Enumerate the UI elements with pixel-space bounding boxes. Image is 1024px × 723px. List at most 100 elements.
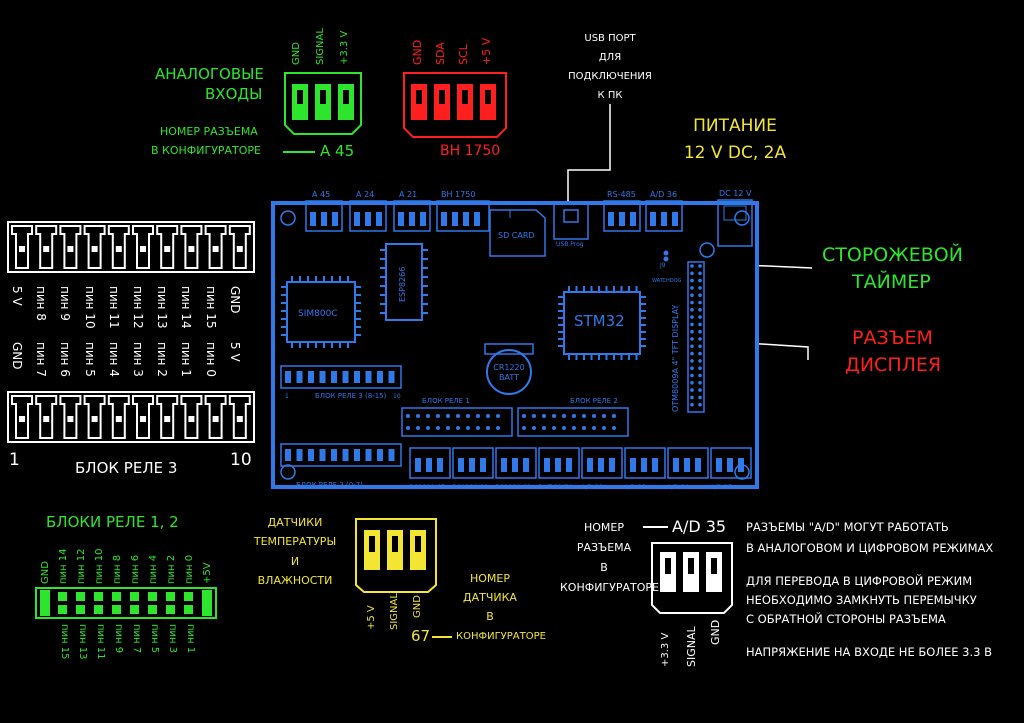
board-bottom-connector	[538, 447, 580, 479]
usb-label-1: USB ПОРТ	[584, 33, 636, 44]
relay12-title: БЛОКИ РЕЛЕ 1, 2	[46, 513, 179, 531]
display-pin	[690, 286, 694, 290]
relay3-board-pin	[354, 449, 360, 461]
relay12-bottom-label: пин 3	[167, 624, 178, 654]
board-top-connectors	[305, 200, 683, 232]
relay2-pin	[542, 414, 546, 418]
board-bottom-label: DHT 22 70	[538, 483, 573, 491]
relay3-bottom-label: GND	[10, 342, 24, 370]
relay12-top-label: +5V	[202, 562, 213, 584]
relay12-pin	[112, 592, 121, 601]
relay12-pin	[166, 592, 175, 601]
relay3-num-right: 10	[230, 450, 252, 470]
display-pin	[698, 388, 702, 392]
relay3-pin-socket	[132, 225, 154, 269]
temp-label-3: И	[290, 555, 300, 568]
relay12-top-label: пин 0	[184, 554, 195, 584]
relay3-bottom-label: пин 5	[82, 342, 97, 377]
temp-pin-5v: +5 V	[366, 605, 377, 630]
relay12-pin	[76, 592, 85, 601]
relay3-pin-dot	[212, 416, 219, 422]
board-bottom-pin	[415, 458, 421, 472]
display-pin	[690, 388, 694, 392]
watchdog-label-1: СТОРОЖЕВОЙ	[822, 244, 963, 266]
display-pin	[690, 315, 694, 319]
relay1-idc	[401, 407, 513, 437]
board-relay1-label: БЛОК РЕЛЕ 1	[422, 397, 470, 405]
note-4: НЕОБХОДИМО ЗАМКНУТЬ ПЕРЕМЫЧКУ	[746, 593, 977, 607]
board-conn-bh1750: BH 1750	[441, 190, 476, 199]
relay3-pin-dot	[188, 416, 195, 422]
board-bottom-pin	[652, 458, 658, 472]
board-bottom-pin	[738, 458, 744, 472]
bh-pin-sda: SDA	[434, 42, 447, 65]
relay3-board-pin	[285, 371, 291, 383]
relay1-pin	[416, 426, 420, 430]
ad-pin-signal: SIGNAL	[685, 626, 698, 667]
board-bottom-pin	[426, 458, 432, 472]
relay3-top-label: пин 15	[203, 286, 218, 329]
relay12-pin	[94, 605, 103, 614]
relay1-pin	[476, 414, 480, 418]
display-pin	[690, 337, 694, 341]
relay3-board-pin	[342, 449, 349, 461]
temp-num-2: ДАТЧИКА	[463, 591, 517, 604]
board-bottom-pin	[673, 458, 679, 472]
relay1-pin	[426, 426, 430, 430]
display-pin	[698, 322, 702, 327]
relay2-pin	[532, 426, 536, 430]
ad-num-3: В	[600, 561, 608, 574]
relay2-pin	[532, 414, 536, 418]
board-conn-ad36: A/D 36	[650, 190, 678, 199]
relay12-pin	[184, 605, 193, 614]
display-pin	[690, 300, 694, 305]
esp8266-chip	[385, 243, 423, 321]
relay3-top-label: пин 14	[179, 286, 194, 329]
board-dc-label: DC 12 V	[719, 189, 752, 198]
display-pin	[698, 300, 702, 305]
board-bottom-label: A/D 35	[710, 483, 732, 491]
relay3-pin-dot	[236, 416, 243, 422]
relay3-bottom-label: 5 V	[227, 342, 242, 362]
relay1-pin	[416, 414, 420, 418]
display-pin	[690, 359, 694, 363]
relay12-pin	[112, 605, 121, 614]
board-bottom-connector	[710, 447, 752, 479]
board-sim-label: SIM800C	[298, 309, 338, 319]
relay12-power-pin	[40, 590, 50, 616]
relay12-top-label: пин 12	[76, 548, 87, 584]
relay3-top-label: пин 8	[34, 286, 49, 321]
relay3-board-pin	[365, 371, 372, 383]
relay2-pin	[572, 426, 576, 430]
relay3-pin-dot	[115, 246, 122, 252]
relay3-pin-dot	[188, 246, 195, 252]
display-pin	[698, 366, 702, 371]
display-pin	[698, 308, 702, 312]
relay3-pin-socket	[204, 225, 227, 269]
relay1-pin	[446, 426, 450, 430]
board-bottom-connector	[495, 447, 537, 479]
display-pin	[698, 329, 702, 334]
relay12-top-label: GND	[40, 561, 51, 584]
watchdog-label-2: ТАЙМЕР	[852, 271, 931, 293]
relay2-pin	[542, 426, 546, 430]
relay2-pin	[562, 426, 566, 430]
sd-card-slot	[489, 209, 546, 257]
relay3-pin-socket	[156, 395, 179, 439]
bh1750-connector-shape	[403, 72, 507, 138]
relay3-bottom-label: пин 1	[179, 342, 194, 377]
relay2-pin	[522, 414, 526, 418]
relay3-pin-dot	[19, 416, 25, 422]
note-2: В АНАЛОГОВОМ И ЦИФРОВОМ РЕЖИМАХ	[746, 541, 994, 555]
board-bottom-label: DS1820 67	[409, 483, 446, 491]
relay1-pin	[456, 414, 460, 418]
relay3-pin-dot	[236, 246, 243, 252]
display-pin	[690, 402, 694, 407]
temp-num-3: В	[486, 610, 494, 623]
board-bottom-connector	[581, 447, 623, 479]
board-bottom-pin	[727, 458, 733, 472]
relay3-top-label: пин 12	[131, 286, 145, 329]
display-pin	[690, 278, 694, 283]
ad-value: A/D 35	[672, 517, 727, 536]
relay12-pin	[184, 592, 193, 601]
